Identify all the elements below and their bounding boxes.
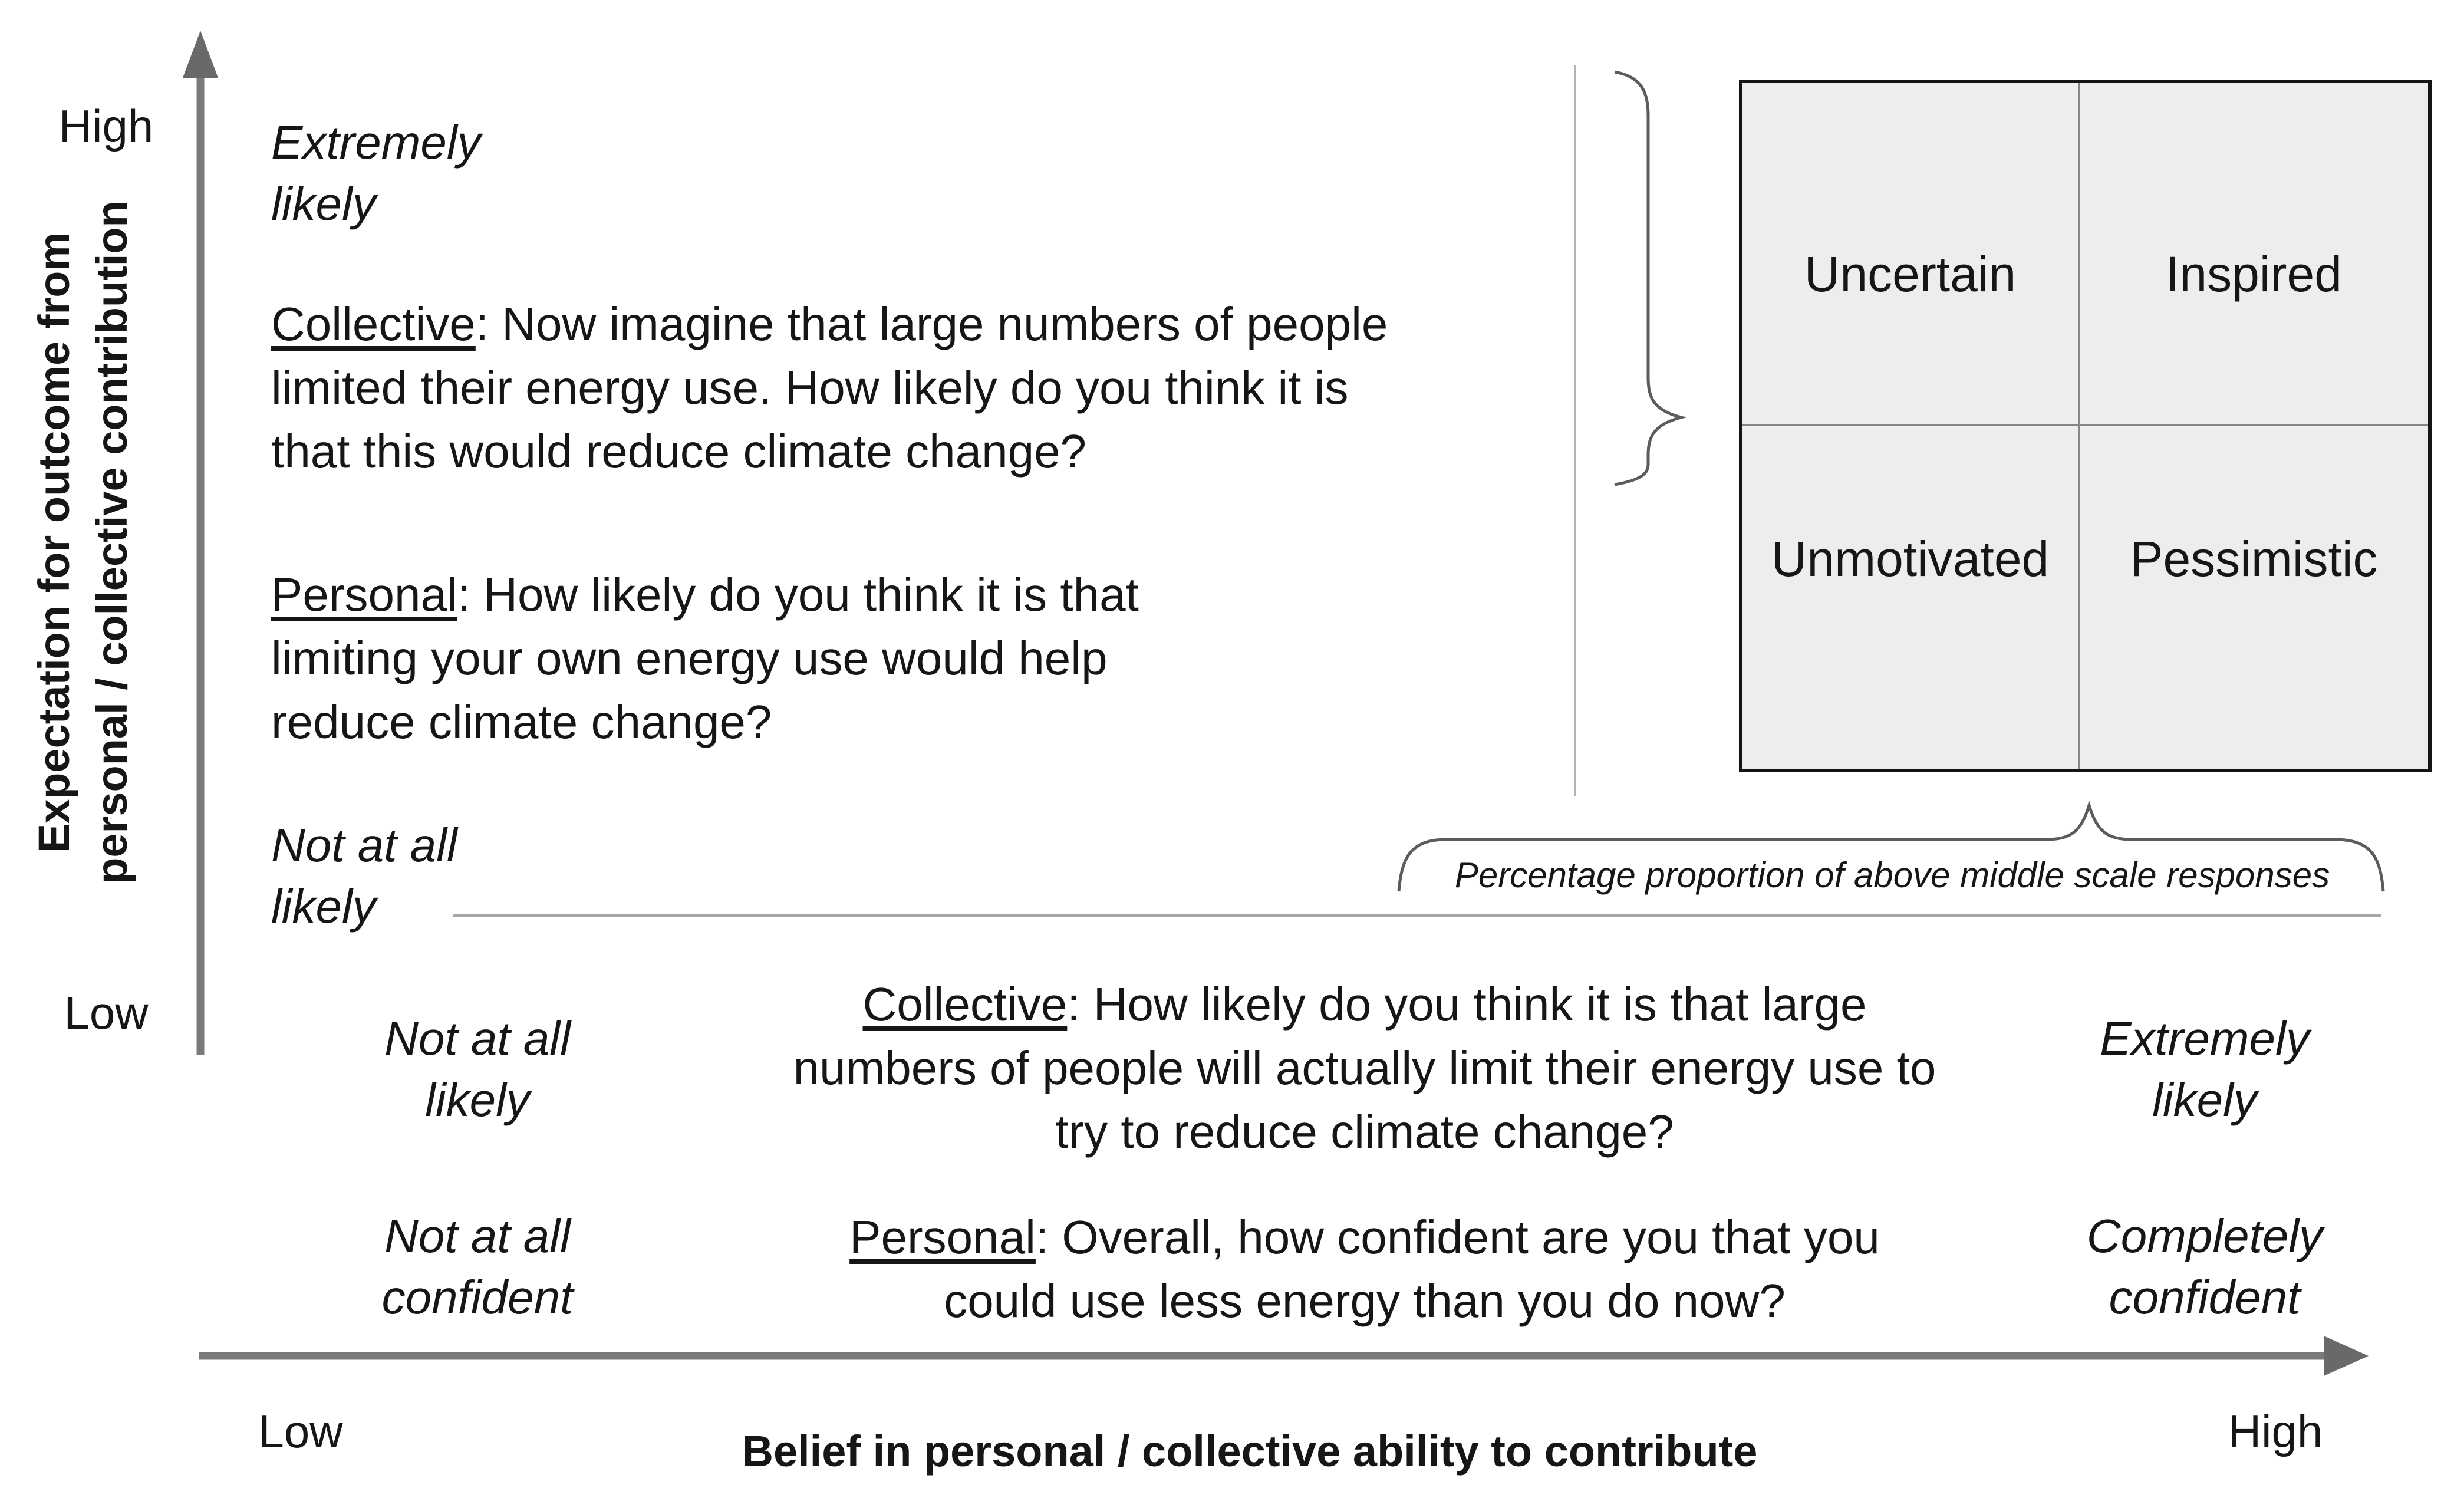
x-axis-low-label: Low bbox=[258, 1405, 343, 1457]
anchor-line: Not at all bbox=[271, 819, 457, 871]
quadrant-unmotivated: Unmotivated bbox=[1742, 426, 2080, 769]
question-text: : How likely do you think it is that bbox=[457, 568, 1139, 621]
lower-collective-left-anchor: Not at all likely bbox=[330, 1008, 625, 1131]
question-line: limiting your own energy use would help bbox=[271, 632, 1108, 684]
anchor-line: Extremely bbox=[2100, 1012, 2310, 1065]
question-line: limited their energy use. How likely do … bbox=[271, 361, 1349, 414]
y-axis-high-label: High bbox=[58, 100, 154, 152]
upper-scale-bottom-anchor: Not at all likely bbox=[271, 815, 457, 937]
lower-collective-question: Collective: How likely do you think it i… bbox=[678, 973, 2051, 1164]
x-axis-title: Belief in personal / collective ability … bbox=[742, 1427, 1758, 1476]
question-line: Collective: How likely do you think it i… bbox=[678, 973, 2051, 1036]
upper-personal-question: Personal: How likely do you think it is … bbox=[271, 563, 1139, 754]
lower-collective-right-anchor: Extremely likely bbox=[2045, 1008, 2364, 1131]
lower-personal-question: Personal: Overall, how confident are you… bbox=[678, 1206, 2051, 1333]
x-axis-arrowhead-icon bbox=[2324, 1336, 2369, 1376]
question-line: Personal: How likely do you think it is … bbox=[271, 563, 1139, 627]
anchor-line: Extremely bbox=[271, 116, 481, 169]
anchor-line: Not at all bbox=[384, 1012, 571, 1065]
x-axis-high-label: High bbox=[2228, 1405, 2323, 1457]
personal-label: Personal bbox=[849, 1211, 1036, 1263]
matrix-caption: Percentage proportion of above middle sc… bbox=[1454, 855, 2330, 895]
personal-label: Personal bbox=[271, 568, 457, 621]
question-line: Collective: Now imagine that large numbe… bbox=[271, 292, 1388, 356]
question-text: : How likely do you think it is that lar… bbox=[1067, 978, 1867, 1031]
bottom-curly-brace-icon bbox=[1397, 800, 2385, 892]
anchor-line: likely bbox=[271, 880, 376, 933]
anchor-line: likely bbox=[425, 1074, 530, 1126]
left-curly-brace-icon bbox=[1614, 70, 1687, 486]
collective-label: Collective bbox=[862, 978, 1068, 1031]
question-text: : Now imagine that large numbers of peop… bbox=[475, 298, 1388, 350]
lower-personal-left-anchor: Not at all confident bbox=[330, 1206, 625, 1328]
upper-scale-top-anchor: Extremely likely bbox=[271, 112, 481, 235]
y-axis-title: Expectation for outcome from personal / … bbox=[25, 130, 149, 955]
anchor-line: confident bbox=[2109, 1271, 2301, 1323]
y-axis-title-line1: Expectation for outcome from bbox=[29, 232, 78, 853]
y-axis-title-line2: personal / collective contribution bbox=[87, 200, 136, 884]
lower-personal-right-anchor: Completely confident bbox=[2045, 1206, 2364, 1328]
upper-collective-question: Collective: Now imagine that large numbe… bbox=[271, 292, 1388, 483]
quadrant-inspired: Inspired bbox=[2080, 83, 2428, 426]
anchor-line: Completely bbox=[2086, 1210, 2323, 1262]
quadrant-pessimistic: Pessimistic bbox=[2130, 531, 2378, 587]
question-text: : Overall, how confident are you that yo… bbox=[1035, 1211, 1880, 1263]
question-line: that this would reduce climate change? bbox=[271, 425, 1087, 478]
question-line: could use less energy than you do now? bbox=[944, 1275, 1786, 1327]
question-line: reduce climate change? bbox=[271, 696, 772, 748]
anchor-line: likely bbox=[2152, 1074, 2257, 1126]
question-line: Personal: Overall, how confident are you… bbox=[678, 1206, 2051, 1269]
quadrant-matrix: Uncertain Inspired Unmotivated Pessimist… bbox=[1739, 80, 2432, 772]
anchor-line: confident bbox=[381, 1271, 574, 1323]
anchor-line: Not at all bbox=[384, 1210, 571, 1262]
collective-label: Collective bbox=[271, 298, 476, 350]
y-axis-low-label: Low bbox=[64, 987, 149, 1039]
quadrant-uncertain: Uncertain bbox=[1742, 83, 2080, 426]
anchor-line: likely bbox=[271, 177, 376, 230]
question-line: numbers of people will actually limit th… bbox=[793, 1042, 1936, 1094]
y-axis-arrowhead-icon bbox=[183, 31, 218, 78]
question-line: try to reduce climate change? bbox=[1055, 1105, 1674, 1158]
